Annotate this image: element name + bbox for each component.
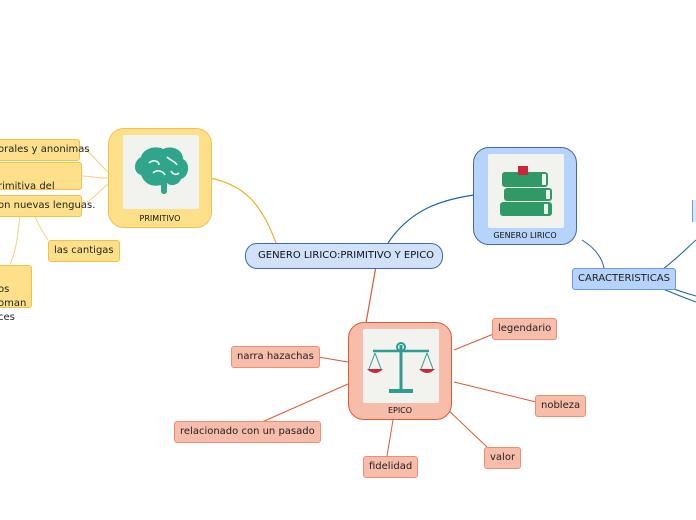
primitivo-item-cantigas[interactable]: las cantigas	[48, 240, 120, 262]
epico-label: EPICO	[387, 406, 413, 415]
epico-item-fidelidad[interactable]: fidelidad	[363, 456, 419, 478]
primitivo-label: PRIMITIVO	[139, 214, 181, 223]
primitivo-item-label: os oman ces	[0, 284, 27, 323]
epico-item-legendario[interactable]: legendario	[492, 318, 558, 340]
primitivo-item-label: las cantigas	[54, 245, 114, 256]
epico-item-pasado[interactable]: relacionado con un pasado	[174, 421, 321, 443]
epico-item-label: valor	[490, 452, 516, 463]
primitivo-item-lenguas[interactable]: on nuevas lenguas.	[0, 195, 95, 217]
primitivo-item-primitiva[interactable]: rimitiva del ra	[0, 162, 82, 206]
epico-item-label: relacionado con un pasado	[180, 426, 315, 437]
primitivo-item-orales[interactable]: orales y anonimas	[0, 139, 90, 161]
epico-node[interactable]: EPICO	[348, 322, 452, 420]
central-topic-label: GENERO LIRICO:PRIMITIVO Y EPICO	[258, 250, 435, 261]
genero-lirico-label: GENERO LIRICO	[493, 231, 557, 240]
central-topic[interactable]: GENERO LIRICO:PRIMITIVO Y EPICO	[245, 243, 443, 269]
books-icon	[488, 154, 564, 228]
offscreen-node-fragment	[692, 200, 696, 222]
genero-lirico-node[interactable]: GENERO LIRICO	[473, 147, 577, 245]
primitivo-item-label: orales y anonimas	[0, 144, 90, 155]
epico-item-label: fidelidad	[369, 461, 413, 472]
epico-item-label: nobleza	[541, 400, 581, 411]
epico-item-valor[interactable]: valor	[484, 447, 522, 469]
caracteristicas-node[interactable]: CARACTERISTICAS	[572, 268, 676, 290]
brain-icon	[123, 135, 199, 209]
epico-item-label: legendario	[498, 323, 552, 334]
caracteristicas-label: CARACTERISTICAS	[578, 273, 670, 284]
primitivo-node[interactable]: PRIMITIVO	[108, 128, 212, 228]
primitivo-item-romances[interactable]: os oman ces	[0, 265, 32, 323]
epico-item-label: narra hazachas	[237, 351, 314, 362]
epico-item-hazachas[interactable]: narra hazachas	[231, 346, 320, 368]
scales-icon	[363, 329, 439, 403]
epico-item-nobleza[interactable]: nobleza	[535, 395, 587, 417]
primitivo-item-label: on nuevas lenguas.	[0, 200, 96, 211]
